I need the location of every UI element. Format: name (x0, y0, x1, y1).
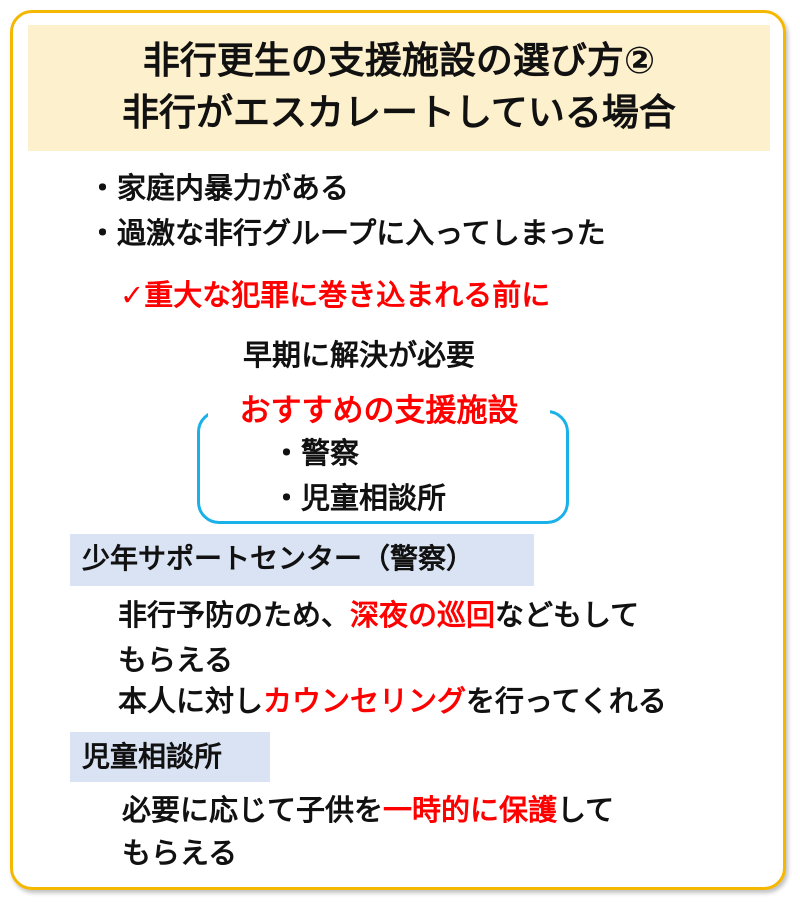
section1-line: 本人に対しカウンセリングを行ってくれる (118, 684, 667, 718)
bullet-item: ・家庭内暴力がある (88, 171, 350, 205)
early-resolution-text: 早期に解決が必要 (243, 338, 476, 372)
outer-frame (10, 10, 786, 890)
section1-line: 非行予防のため、深夜の巡回などもして (118, 598, 640, 632)
section-label-child-guidance: 児童相談所 (70, 732, 270, 782)
warning-text: ✓重大な犯罪に巻き込まれる前に (120, 278, 551, 312)
page-title: 非行更生の支援施設の選び方② 非行がエスカレートしている場合 (28, 25, 770, 151)
section2-line: もらえる (122, 836, 238, 870)
section2-line: 必要に応じて子供を一時的に保護して (122, 793, 615, 827)
recommend-item: ・警察 (272, 436, 360, 470)
title-line-1: 非行更生の支援施設の選び方② (142, 39, 656, 82)
recommend-item: ・児童相談所 (272, 481, 447, 515)
section1-line: もらえる (118, 643, 234, 677)
bullet-item: ・過激な非行グループに入ってしまった (88, 216, 606, 250)
title-line-2: 非行がエスカレートしている場合 (122, 91, 676, 134)
recommend-heading: おすすめの支援施設 (208, 385, 550, 430)
section-label-support-center: 少年サポートセンター（警察） (70, 534, 534, 586)
